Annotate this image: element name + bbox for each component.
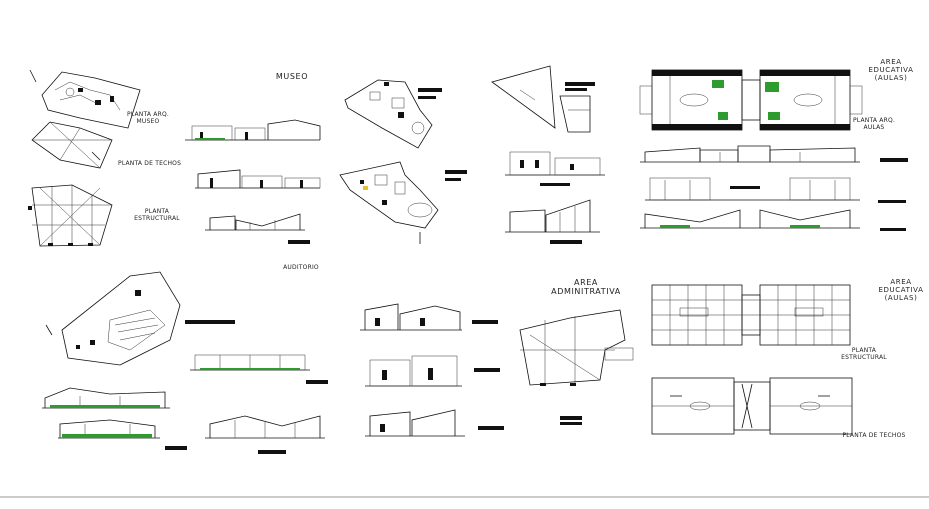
admin-structural-plan [519,309,634,425]
label-area-administrativa-line1: AREA [574,278,598,287]
admin-site-triangle [491,65,595,133]
label-area-educativa-top-line2: EDUCATIVA [868,66,914,75]
aulas-floor-plan [639,69,863,131]
label-planta-arq-aulas-line2: AULAS [863,123,885,131]
label-area-educativa-top-line1: AREA [880,58,902,66]
label-planta-arq-museo-line1: PLANTA ARQ. [126,111,169,118]
auditorio-section [205,415,325,454]
center-section [365,409,504,437]
auditorio-floor-plan [45,271,235,366]
museo-site-plan [29,69,141,129]
aulas-elevation-short [645,177,906,203]
label-planta-estructural-museo: PLANTA ESTRUCTURAL [128,208,186,223]
label-auditorio: AUDITORIO [283,264,319,271]
label-planta-techos-aulas: PLANTA DE TECHOS [842,432,906,439]
museo-elevation-1 [185,119,321,141]
label-area-educativa-bottom: AREA EDUCATIVA (AULAS) [872,278,929,302]
museo-section [205,213,310,244]
museo-floor-plan-top [344,79,442,149]
label-planta-arq-aulas-line1: PLANTA ARQ. [852,117,895,124]
label-planta-arq-museo-line2: MUSEO [136,117,160,125]
label-planta-estructural-aulas: PLANTA ESTRUCTURAL [836,347,892,362]
auditorio-elevation-2 [42,387,170,409]
auditorio-elevation-1 [190,354,328,384]
label-planta-estructural-aulas-line1: PLANTA [851,347,877,354]
label-area-educativa-bottom-line2: EDUCATIVA [878,286,924,295]
label-area-administrativa: AREA ADMINITRATIVA [540,278,632,296]
aulas-elevation-long [640,145,908,163]
label-area-educativa-top: AREA EDUCATIVA (AULAS) [862,58,920,82]
label-planta-arq-museo: PLANTA ARQ. MUSEO [122,111,174,126]
auditorio-elevation-3 [58,419,187,450]
label-area-educativa-bottom-line3: (AULAS) [884,294,918,303]
museo-roof-plan [31,121,113,169]
label-planta-techos-museo: PLANTA DE TECHOS [118,160,182,167]
admin-section-1 [505,199,600,244]
label-area-educativa-bottom-line1: AREA [890,278,912,286]
label-museo: MUSEO [275,72,309,81]
admin-elevation-1 [505,151,605,186]
label-area-educativa-top-line3: (AULAS) [874,74,908,83]
aulas-structural-plan [651,284,851,346]
center-elevation-2 [365,355,500,387]
museo-elevation-2 [195,169,321,189]
museo-floor-plan-bottom [339,161,467,244]
museo-structural-plan [28,184,113,247]
label-area-administrativa-line2: ADMINITRATIVA [551,287,621,297]
aulas-roof-plan [651,377,853,435]
center-elevation-1 [360,303,498,331]
label-planta-estructural-museo-line2: ESTRUCTURAL [134,214,180,222]
aulas-section [640,209,906,231]
label-planta-arq-aulas: PLANTA ARQ. AULAS [848,117,900,132]
label-planta-estructural-museo-line1: PLANTA [144,208,170,215]
label-planta-estructural-aulas-line2: ESTRUCTURAL [841,353,887,361]
